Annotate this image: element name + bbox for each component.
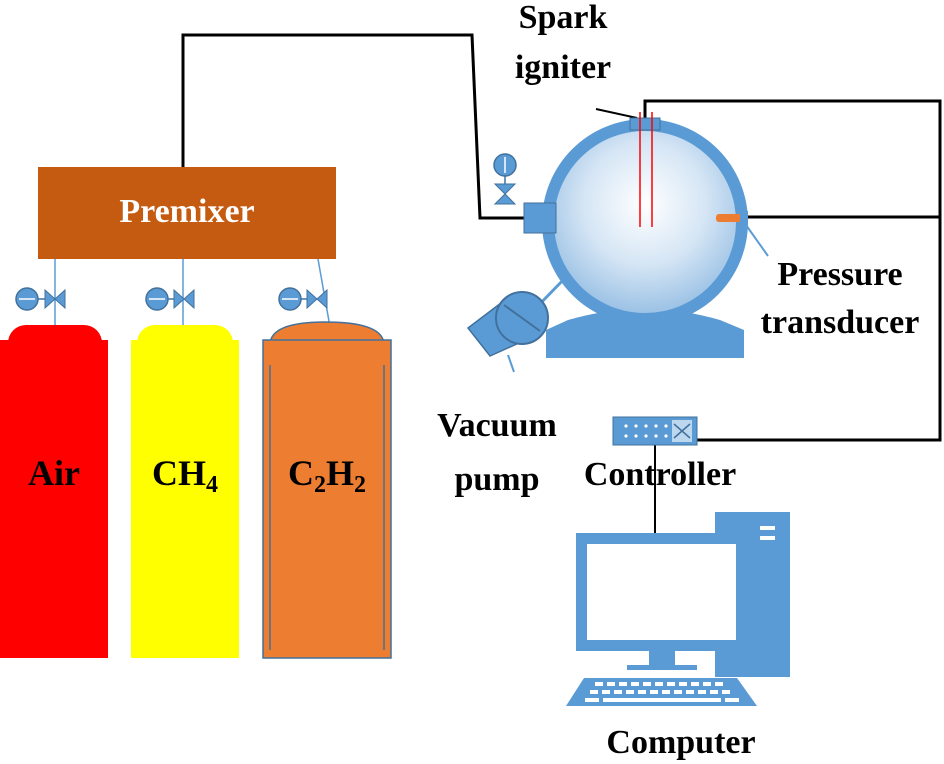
valve-c2h2[interactable] (278, 287, 328, 311)
cylinder-c2h2-body (262, 339, 392, 659)
valve-icon (173, 288, 195, 310)
spark-igniter-label-line2: igniter (515, 49, 611, 86)
valve-icon (493, 183, 517, 205)
cylinder-c2h2-label: C2H2 (288, 453, 366, 498)
vacuum-pump-label-line1: Vacuum (437, 407, 557, 444)
computer (566, 512, 790, 706)
spark-igniter-label-line1: Spark (519, 0, 608, 36)
vessel-sphere-inner (554, 131, 736, 313)
transducer-tip (716, 214, 742, 222)
igniter-to-controller-line (643, 99, 942, 442)
vacuum-pump-leader (507, 354, 515, 373)
cylinder-c2h2: C2H2 (262, 321, 392, 659)
pressure-transducer-leader (745, 224, 769, 257)
vacuum-pump (466, 273, 570, 373)
spark-igniter-leader (595, 108, 638, 119)
valve-icon (306, 288, 328, 310)
controller (612, 416, 698, 446)
valve-icon (44, 288, 66, 310)
premixer-to-vessel-line (181, 33, 524, 220)
pressure-transducer-label-line2: transducer (761, 304, 920, 341)
cylinder-ch4-label: CH4 (152, 453, 218, 498)
vessel-stand (546, 309, 744, 358)
cylinder-ch4: CH4 (131, 325, 239, 658)
wiring (181, 33, 942, 540)
spark-igniter-mount (629, 117, 661, 131)
transducer-mount (740, 211, 748, 225)
combustion-vessel (523, 112, 769, 358)
computer-label: Computer (606, 724, 755, 761)
pressure-transducer-label-line1: Pressure (777, 256, 902, 293)
controller-label: Controller (584, 456, 736, 493)
monitor-neck (649, 651, 675, 665)
premixer-box (38, 167, 336, 259)
computer-screen (587, 544, 736, 640)
cylinder-air-body (0, 340, 108, 658)
cylinder-ch4-body (131, 340, 239, 658)
inlet-valve[interactable] (493, 153, 517, 205)
spark-electrodes (639, 112, 653, 227)
vacuum-pump-label-line2: pump (454, 461, 539, 498)
premixer: Premixer (38, 167, 336, 259)
valve-air[interactable] (15, 287, 66, 311)
monitor-base (627, 665, 697, 670)
inlet-port (523, 202, 557, 234)
cylinder-air: Air (0, 325, 108, 658)
cylinder-air-label: Air (28, 453, 80, 493)
valve-ch4[interactable] (145, 287, 195, 311)
premixer-label: Premixer (119, 193, 254, 230)
